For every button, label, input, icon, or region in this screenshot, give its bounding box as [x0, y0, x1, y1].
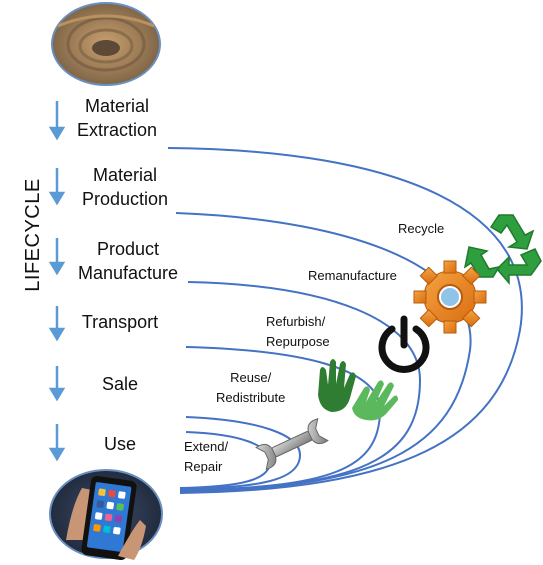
mine-photo — [51, 2, 161, 86]
stage-use: Use — [70, 432, 170, 456]
loop-line: Redistribute — [216, 390, 286, 405]
loop-reuse: Reuse/ Redistribute — [216, 368, 285, 408]
loop-line: Repurpose — [266, 334, 330, 349]
loop-line: Reuse/ — [230, 370, 272, 385]
stage-line: Use — [103, 434, 136, 454]
stage-line: Product — [96, 239, 160, 259]
loop-line: Extend/ — [184, 439, 229, 454]
smartphone-photo — [49, 469, 163, 561]
hands-icon — [318, 359, 398, 421]
stage-line: Material — [92, 165, 158, 185]
loop-curves — [167, 147, 523, 494]
stage-line: Transport — [81, 312, 159, 332]
stage-line: Manufacture — [77, 263, 179, 283]
lifecycle-side-label: LIFECYCLE — [22, 178, 44, 292]
loop-line: Refurbish/ — [266, 314, 326, 329]
loop-line: Remanufacture — [308, 268, 397, 283]
loop-refurbish: Refurbish/ Repurpose — [266, 312, 330, 352]
stage-line: Sale — [101, 374, 139, 394]
recycle-icon — [463, 214, 542, 286]
power-icon — [378, 315, 430, 373]
gear-icon — [413, 260, 487, 334]
loop-line: Recycle — [398, 221, 445, 236]
arrow-down-icon — [48, 101, 66, 141]
wrench-icon — [255, 418, 329, 470]
loop-repair: Extend/ Repair — [184, 437, 228, 477]
loop-recycle: Recycle — [398, 219, 444, 239]
arrow-down-icon — [48, 424, 66, 462]
reuse-curve — [179, 416, 302, 490]
stage-line: Extraction — [76, 120, 158, 140]
arrow-down-icon — [48, 306, 66, 342]
arrow-down-icon — [48, 238, 66, 276]
production-curve — [175, 212, 472, 493]
stage-extraction: Material Extraction — [62, 94, 172, 142]
stage-arrows — [48, 101, 66, 462]
arrow-down-icon — [48, 168, 66, 206]
remanufacture-curve — [179, 281, 422, 492]
recycle-curve — [167, 147, 523, 494]
loop-line: Repair — [184, 459, 223, 474]
stage-production: Material Production — [70, 163, 180, 211]
arrow-down-icon — [48, 366, 66, 402]
stage-manufacture: Product Manufacture — [68, 237, 188, 285]
stage-sale: Sale — [70, 372, 170, 396]
stage-transport: Transport — [70, 310, 170, 334]
stage-line: Material — [84, 96, 150, 116]
loop-remanufacture: Remanufacture — [308, 266, 397, 286]
stage-line: Production — [81, 189, 169, 209]
